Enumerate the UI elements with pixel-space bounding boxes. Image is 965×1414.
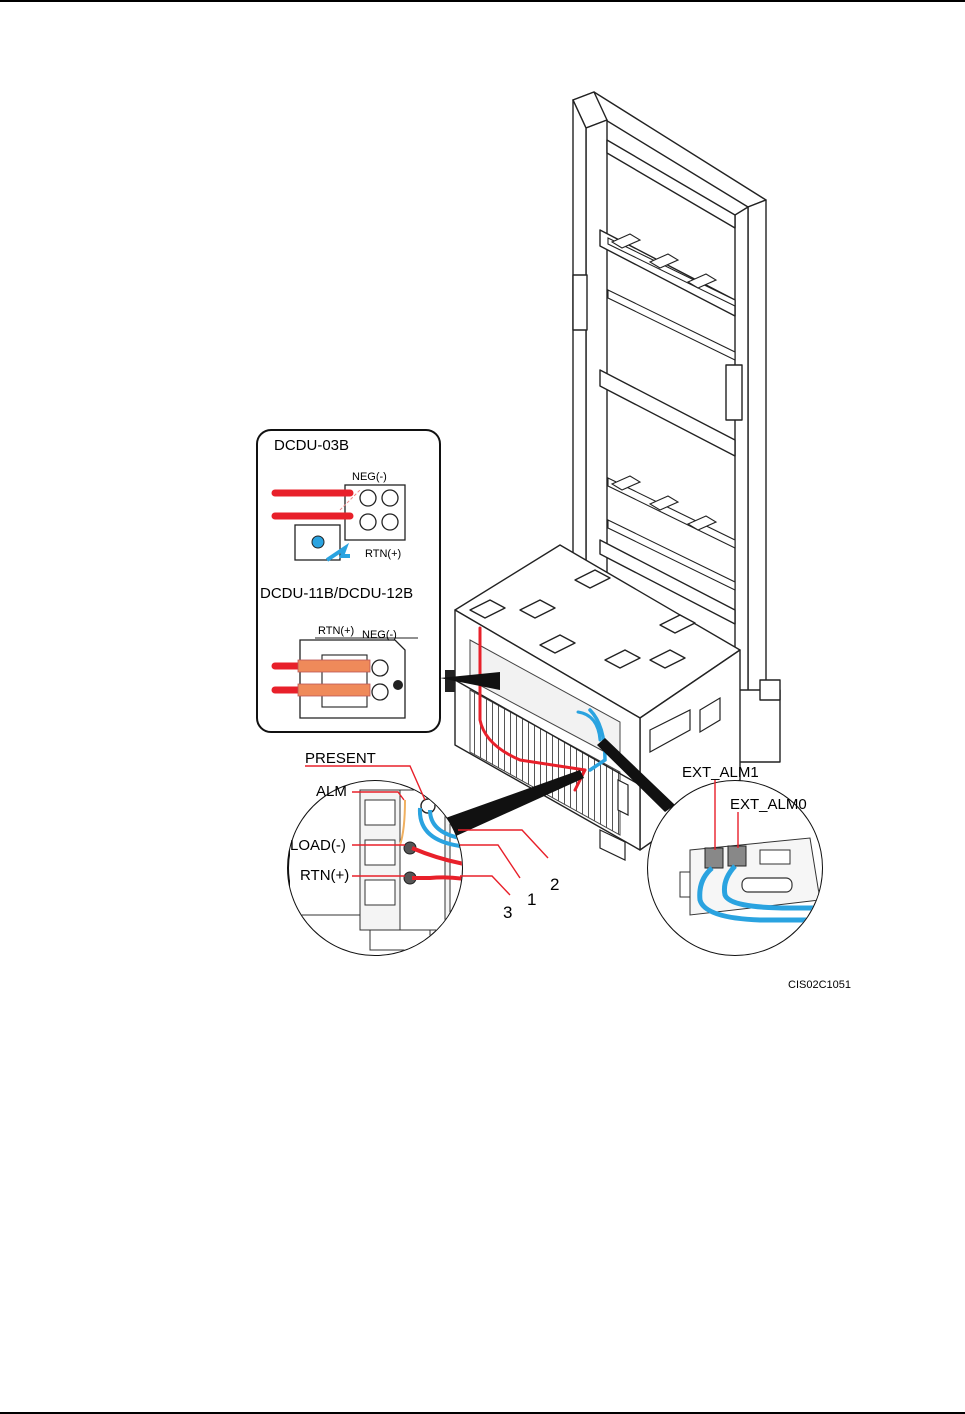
callout-number-1: 1 xyxy=(527,890,536,909)
load-neg-label: LOAD(-) xyxy=(290,837,346,854)
rtn-pos-label: RTN(+) xyxy=(300,867,349,884)
figure-id: CIS02C1051 xyxy=(788,979,851,991)
dcdu-11b-neg-label: NEG(-) xyxy=(362,629,397,641)
dcdu-inset: DCDU-03B NEG(-) RTN(+) DCDU-11B/DCDU-12B… xyxy=(257,430,440,732)
dcdu-03b-title: DCDU-03B xyxy=(274,437,349,454)
callout-number-3: 3 xyxy=(503,903,512,922)
dcdu-11b-rtn-label: RTN(+) xyxy=(318,625,354,637)
dcdu-03b-neg-label: NEG(-) xyxy=(352,471,387,483)
callout-number-2: 2 xyxy=(550,875,559,894)
dcdu-03b-rtn-label: RTN(+) xyxy=(365,548,401,560)
right-zoom-callout: EXT_ALM1 EXT_ALM0 xyxy=(597,738,830,960)
ext-alm0-label: EXT_ALM0 xyxy=(730,796,807,813)
dcdu-11b-12b-title: DCDU-11B/DCDU-12B xyxy=(260,585,413,602)
ext-alm1-label: EXT_ALM1 xyxy=(682,764,759,781)
alm-label: ALM xyxy=(316,783,347,800)
present-label: PRESENT xyxy=(305,750,376,767)
